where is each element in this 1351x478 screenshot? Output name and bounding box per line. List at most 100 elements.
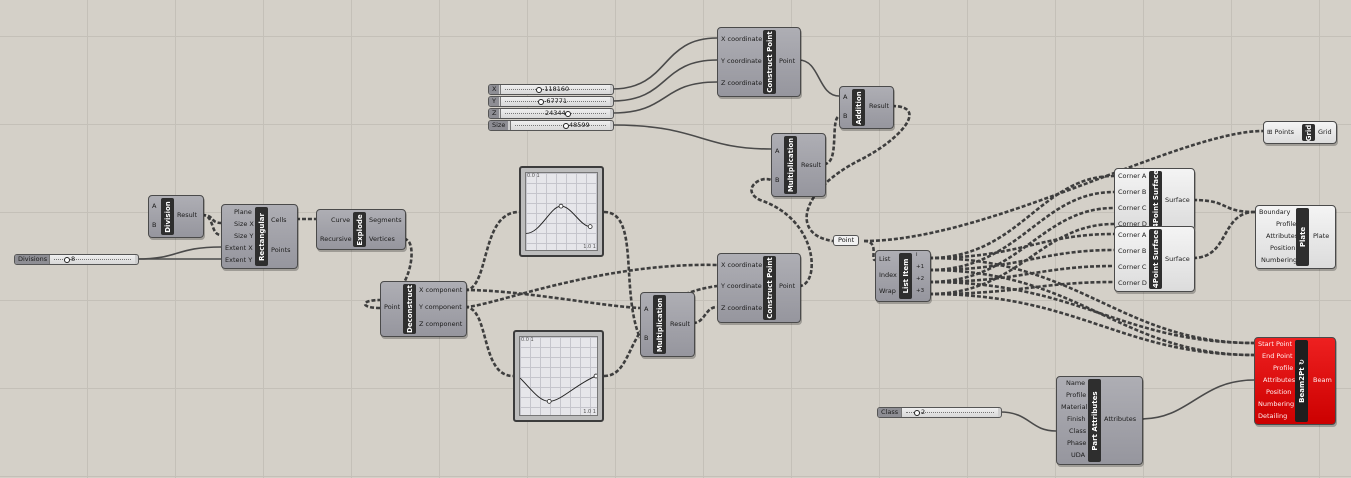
input-attributes[interactable]: Attributes <box>1263 376 1296 384</box>
input-corner-c[interactable]: Corner C <box>1118 263 1147 271</box>
output-result[interactable]: Result <box>670 320 691 328</box>
input-a[interactable]: A <box>644 305 649 313</box>
explode-component[interactable]: Curve Recursive Explode Segments Vertice… <box>316 209 406 250</box>
output-item[interactable]: i <box>916 252 918 258</box>
slider-class[interactable]: Class 2 <box>877 407 1002 418</box>
input-a[interactable]: A <box>775 147 780 155</box>
grid-component[interactable]: ⊞ Points Grid Grid <box>1263 121 1337 144</box>
input-attributes[interactable]: Attributes <box>1266 232 1299 240</box>
rectangular-component[interactable]: Plane Size X Size Y Extent X Extent Y Re… <box>221 204 298 269</box>
output-z-component[interactable]: Z component <box>419 320 463 328</box>
output-points[interactable]: Points <box>271 246 291 254</box>
input-corner-a[interactable]: Corner A <box>1118 231 1147 239</box>
input-x-coordinate[interactable]: X coordinate <box>721 261 763 269</box>
output-result[interactable]: Result <box>177 211 198 219</box>
input-size-y[interactable]: Size Y <box>234 232 254 240</box>
input-plane[interactable]: Plane <box>234 208 252 216</box>
output-point[interactable]: Point <box>779 282 796 290</box>
input-points[interactable]: ⊞ Points <box>1267 128 1295 136</box>
point-parameter[interactable]: Point <box>833 235 860 246</box>
slider-knob[interactable] <box>64 257 70 263</box>
input-detailing[interactable]: Detailing <box>1258 412 1288 420</box>
input-list[interactable]: List <box>879 255 891 263</box>
input-b[interactable]: B <box>843 112 848 120</box>
input-start-point[interactable]: Start Point <box>1258 340 1293 348</box>
graph-mapper[interactable]: 0.0 1 1.0 1 <box>519 166 604 257</box>
output-result[interactable]: Result <box>869 102 890 110</box>
multiplication-component[interactable]: A B Multiplication Result <box>640 292 695 357</box>
slider-knob[interactable] <box>536 87 542 93</box>
deconstruct-component[interactable]: Point Deconstruct X component Y componen… <box>380 281 467 337</box>
input-position[interactable]: Position <box>1270 244 1296 252</box>
input-size-x[interactable]: Size X <box>234 220 254 228</box>
slider-knob[interactable] <box>914 410 920 416</box>
slider-knob[interactable] <box>565 111 571 117</box>
input-corner-a[interactable]: Corner A <box>1118 172 1147 180</box>
input-end-point[interactable]: End Point <box>1262 352 1293 360</box>
output-result[interactable]: Result <box>801 161 822 169</box>
input-extent-x[interactable]: Extent X <box>225 244 253 252</box>
division-component[interactable]: A B Division Result <box>148 195 204 238</box>
graph-mapper[interactable]: 0.0 1 1.0 1 <box>513 330 604 422</box>
input-numbering[interactable]: Numbering <box>1258 400 1295 408</box>
construct-point-component[interactable]: X coordinate Y coordinate Z coordinate C… <box>717 253 801 323</box>
input-profile[interactable]: Profile <box>1066 391 1087 399</box>
input-a[interactable]: A <box>843 93 848 101</box>
slider-knob[interactable] <box>538 99 544 105</box>
input-recursive[interactable]: Recursive <box>320 235 352 243</box>
input-uda[interactable]: UDA <box>1071 451 1086 459</box>
input-z-coordinate[interactable]: Z coordinate <box>721 304 763 312</box>
part-attributes-component[interactable]: Name Profile Material Finish Class Phase… <box>1056 376 1143 465</box>
output-beam[interactable]: Beam <box>1313 376 1332 384</box>
output-point[interactable]: Point <box>779 57 796 65</box>
output-item[interactable]: +2 <box>916 276 925 282</box>
output-attributes[interactable]: Attributes <box>1104 415 1137 423</box>
output-segments[interactable]: Segments <box>369 216 402 224</box>
input-y-coordinate[interactable]: Y coordinate <box>721 57 762 65</box>
slider-knob[interactable] <box>563 123 569 129</box>
output-vertices[interactable]: Vertices <box>369 235 395 243</box>
output-grid[interactable]: Grid <box>1318 128 1332 136</box>
output-cells[interactable]: Cells <box>271 216 287 224</box>
input-corner-b[interactable]: Corner B <box>1118 188 1147 196</box>
input-point[interactable]: Point <box>384 303 401 311</box>
input-corner-c[interactable]: Corner C <box>1118 204 1147 212</box>
beam-2pt-component[interactable]: Start Point End Point Profile Attributes… <box>1254 337 1336 425</box>
input-name[interactable]: Name <box>1066 379 1086 387</box>
output-plate[interactable]: Plate <box>1313 232 1330 240</box>
four-point-surface-component[interactable]: Corner A Corner B Corner C Corner D 4Poi… <box>1114 168 1195 230</box>
input-corner-b[interactable]: Corner B <box>1118 247 1147 255</box>
output-surface[interactable]: Surface <box>1165 196 1190 204</box>
four-point-surface-component[interactable]: Corner A Corner B Corner C Corner D 4Poi… <box>1114 226 1195 292</box>
output-item[interactable]: +3 <box>916 288 925 294</box>
slider-z[interactable]: Z 24344 <box>488 108 614 119</box>
addition-component[interactable]: A B Addition Result <box>839 86 894 129</box>
input-b[interactable]: B <box>152 221 157 229</box>
output-surface[interactable]: Surface <box>1165 255 1190 263</box>
input-curve[interactable]: Curve <box>331 216 351 224</box>
slider-size[interactable]: Size 48599 <box>488 120 614 131</box>
input-profile[interactable]: Profile <box>1276 220 1297 228</box>
input-a[interactable]: A <box>152 202 157 210</box>
list-item-component[interactable]: List Index Wrap List Item i +1 +2 +3 <box>875 250 931 302</box>
input-extent-y[interactable]: Extent Y <box>225 256 253 264</box>
slider-divisions[interactable]: Divisions 8 <box>14 254 139 265</box>
input-phase[interactable]: Phase <box>1067 439 1087 447</box>
input-z-coordinate[interactable]: Z coordinate <box>721 79 763 87</box>
input-profile[interactable]: Profile <box>1273 364 1294 372</box>
multiplication-component[interactable]: A B Multiplication Result <box>771 133 826 197</box>
input-index[interactable]: Index <box>879 271 897 279</box>
construct-point-component[interactable]: X coordinate Y coordinate Z coordinate C… <box>717 27 801 97</box>
output-y-component[interactable]: Y component <box>419 303 462 311</box>
slider-y[interactable]: Y -67771 <box>488 96 614 107</box>
plate-component[interactable]: Boundary Profile Attributes Position Num… <box>1255 205 1336 269</box>
input-boundary[interactable]: Boundary <box>1259 208 1291 216</box>
input-position[interactable]: Position <box>1266 388 1292 396</box>
input-wrap[interactable]: Wrap <box>879 287 896 295</box>
input-numbering[interactable]: Numbering <box>1261 256 1298 264</box>
input-corner-d[interactable]: Corner D <box>1118 279 1147 287</box>
output-item[interactable]: +1 <box>916 264 925 270</box>
input-b[interactable]: B <box>644 334 649 342</box>
input-y-coordinate[interactable]: Y coordinate <box>721 282 762 290</box>
input-material[interactable]: Material <box>1061 403 1088 411</box>
